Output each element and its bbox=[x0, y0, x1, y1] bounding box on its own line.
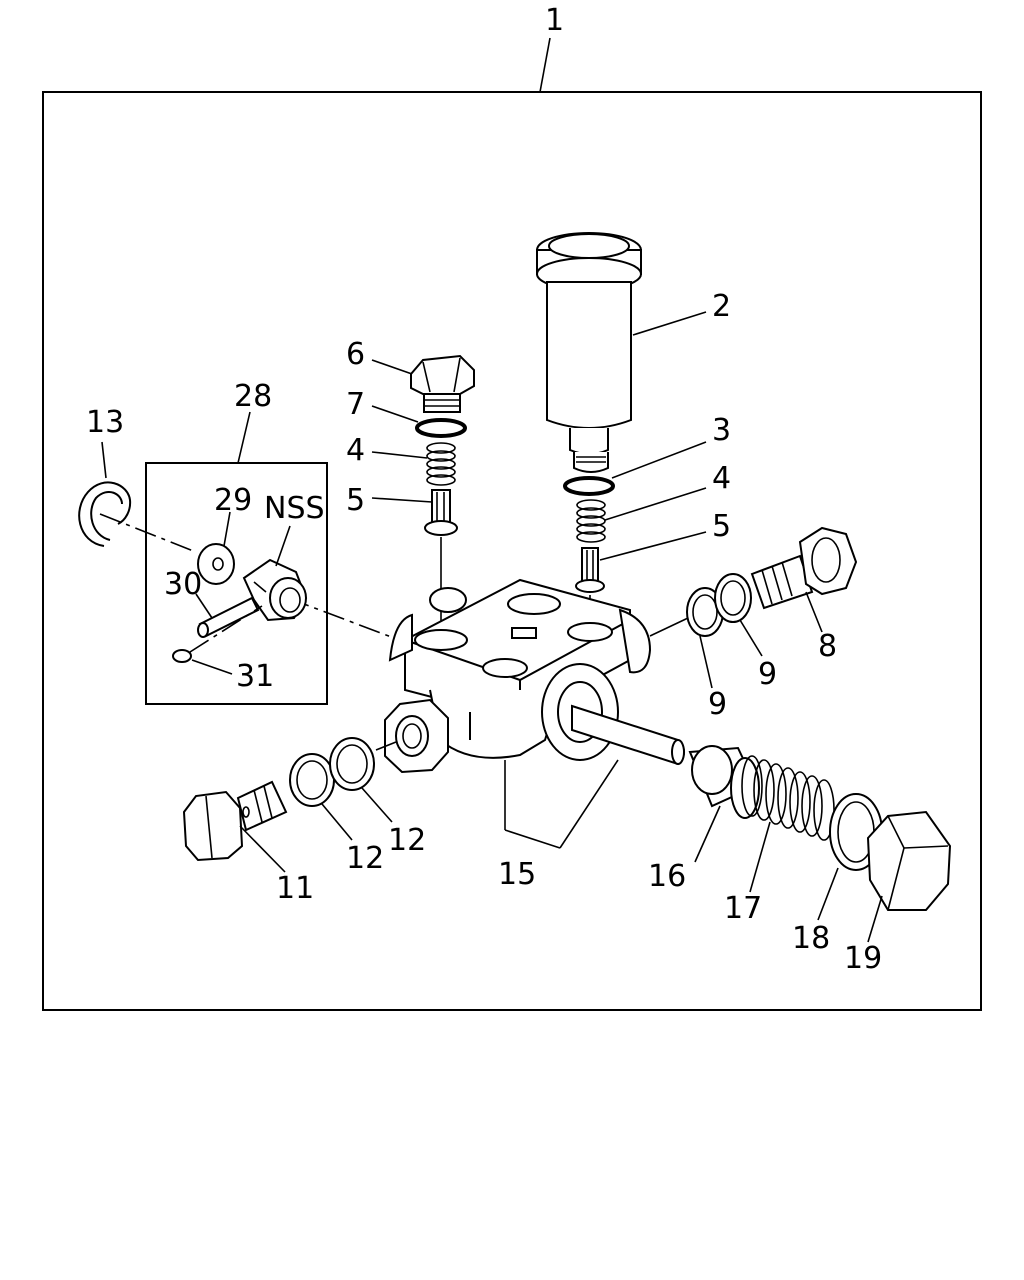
leader-nss bbox=[275, 525, 291, 567]
part-4-spring-left bbox=[426, 442, 456, 486]
callout-12-b: 12 bbox=[388, 823, 426, 858]
leader-11 bbox=[239, 825, 286, 873]
leader-18 bbox=[817, 867, 839, 921]
leader-13 bbox=[101, 441, 107, 479]
callout-31: 31 bbox=[236, 659, 274, 694]
callout-12-a: 12 bbox=[346, 841, 384, 876]
callout-28: 28 bbox=[234, 379, 272, 414]
part-9-washer-a bbox=[686, 587, 724, 637]
leader-9b bbox=[739, 619, 763, 657]
callout-nss: NSS bbox=[264, 491, 325, 526]
leader-30 bbox=[195, 593, 213, 619]
leader-3 bbox=[611, 441, 707, 479]
callout-7: 7 bbox=[346, 387, 365, 422]
leader-6 bbox=[371, 359, 413, 375]
part-29-bushing bbox=[197, 543, 235, 585]
callout-18: 18 bbox=[792, 921, 830, 956]
axis-right-port bbox=[649, 617, 689, 637]
leader-17 bbox=[749, 821, 771, 893]
leader-16 bbox=[694, 805, 721, 863]
leader-29 bbox=[223, 511, 231, 547]
part-16-sleeve bbox=[688, 745, 760, 819]
leader-15b bbox=[504, 829, 561, 849]
leader-28 bbox=[237, 411, 251, 464]
leader-15c bbox=[559, 759, 619, 849]
part-19-cap-nut bbox=[866, 810, 952, 911]
axis-left-port bbox=[375, 741, 397, 751]
assembly-frame bbox=[42, 91, 982, 1011]
port-fitting-front-left bbox=[384, 698, 449, 774]
leader-9a bbox=[699, 635, 713, 689]
part-31-ball bbox=[172, 649, 192, 663]
leader-5-left bbox=[371, 497, 433, 503]
callout-29: 29 bbox=[214, 483, 252, 518]
pin-guide-dash bbox=[189, 605, 263, 653]
leader-5-right bbox=[599, 531, 707, 561]
callout-6: 6 bbox=[346, 337, 365, 372]
part-17-spring bbox=[741, 755, 835, 841]
leader-31 bbox=[191, 659, 233, 675]
leader-4-right bbox=[604, 487, 707, 521]
callout-4-right: 4 bbox=[712, 461, 731, 496]
leader-19 bbox=[867, 895, 883, 943]
callout-15: 15 bbox=[498, 857, 536, 892]
callout-16: 16 bbox=[648, 859, 686, 894]
part-7-o-ring bbox=[415, 418, 467, 438]
callout-2: 2 bbox=[712, 289, 731, 324]
callout-11: 11 bbox=[276, 871, 314, 906]
callout-17: 17 bbox=[724, 891, 762, 926]
callout-5-left: 5 bbox=[346, 483, 365, 518]
callout-1: 1 bbox=[545, 3, 564, 38]
callout-5-right: 5 bbox=[712, 509, 731, 544]
plunger-rod bbox=[571, 704, 685, 766]
kit-frame-28 bbox=[145, 462, 328, 705]
part-4-spring-right bbox=[576, 499, 606, 543]
part-12-washer-a bbox=[289, 753, 335, 807]
part-8-banjo-bolt bbox=[750, 526, 858, 610]
part-5-valve-right bbox=[575, 547, 605, 593]
part-9-washer-b bbox=[714, 573, 752, 623]
part-3-o-ring bbox=[563, 476, 615, 496]
callout-30: 30 bbox=[164, 567, 202, 602]
part-30-pin bbox=[197, 596, 260, 638]
part-13-snap-ring bbox=[78, 481, 132, 547]
callout-9-a: 9 bbox=[708, 687, 727, 722]
part-2-primer-cup bbox=[536, 232, 642, 473]
callout-13: 13 bbox=[86, 405, 124, 440]
leader-12a bbox=[321, 803, 353, 841]
callout-3: 3 bbox=[712, 413, 731, 448]
leader-1 bbox=[539, 37, 551, 93]
part-11-banjo-bolt bbox=[182, 780, 288, 862]
callout-8: 8 bbox=[818, 629, 837, 664]
part-6-plug bbox=[410, 354, 475, 413]
callout-4-left: 4 bbox=[346, 433, 365, 468]
part-5-valve-left bbox=[424, 489, 458, 536]
callout-9-b: 9 bbox=[758, 657, 777, 692]
leader-8 bbox=[805, 591, 823, 633]
callout-19: 19 bbox=[844, 941, 882, 976]
leader-4-left bbox=[371, 451, 428, 459]
part-12-washer-b bbox=[329, 737, 375, 791]
leader-2 bbox=[632, 311, 707, 336]
leader-7 bbox=[371, 405, 419, 423]
leader-12b bbox=[361, 787, 393, 823]
part-nss-lever bbox=[242, 558, 308, 622]
